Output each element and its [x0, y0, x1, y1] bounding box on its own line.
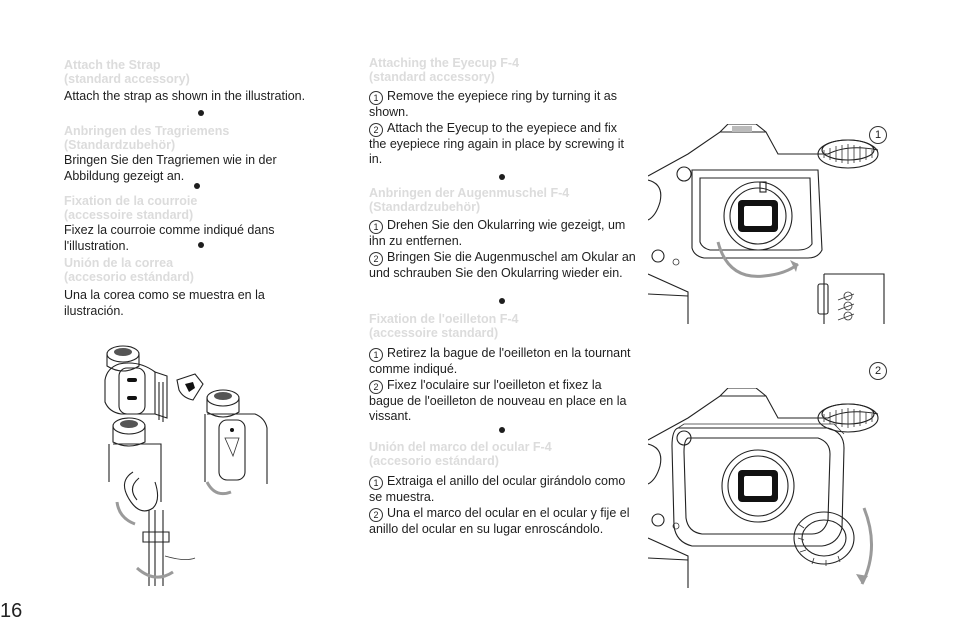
- figure-1-label: 1: [869, 126, 887, 144]
- bullet-icon: [194, 183, 200, 189]
- figure-2-label: 2: [869, 362, 887, 380]
- eyecup-heading-fr: Fixation de l'oeilleton F-4 (accessoire …: [369, 312, 519, 340]
- strap-heading-en: Attach the Strap (standard accessory): [64, 58, 190, 86]
- strap-attachment-illustration: [104, 345, 268, 586]
- eyecup-heading-de: Anbringen der Augenmuschel F-4 (Standard…: [369, 186, 570, 214]
- eyecup-attachment-illustration: [648, 388, 879, 588]
- strap-body-fr: Fixez la courroie comme indiqué dans l'i…: [64, 223, 275, 253]
- page-number: 16: [0, 600, 23, 622]
- eyecup-heading-en: Attaching the Eyecup F-4 (standard acces…: [369, 56, 520, 84]
- strap-body-es: Una la corea como se muestra en la ilust…: [64, 288, 265, 318]
- strap-body-en: Attach the strap as shown in the illustr…: [64, 89, 306, 103]
- eyepiece-ring-removal-illustration: [648, 124, 885, 324]
- bullet-icon: [499, 174, 505, 180]
- bullet-icon: [198, 110, 204, 116]
- bullet-icon: [198, 242, 204, 248]
- bullet-icon: [499, 298, 505, 304]
- strap-heading-de: Anbringen des Tragriemens (Standardzubeh…: [64, 124, 230, 152]
- strap-body-de: Bringen Sie den Tragriemen wie in der Ab…: [64, 153, 277, 183]
- eyecup-heading-es: Unión del marco del ocular F-4 (accesori…: [369, 440, 552, 468]
- strap-heading-fr: Fixation de la courroie (accessoire stan…: [64, 194, 198, 222]
- strap-heading-es: Unión de la correa (accesorio estándard): [64, 256, 194, 284]
- bullet-icon: [499, 427, 505, 433]
